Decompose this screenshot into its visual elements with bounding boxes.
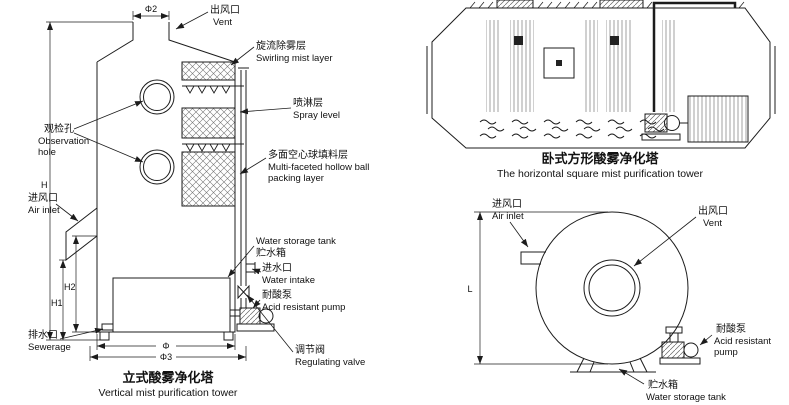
- roof-vent-left: [496, 0, 534, 9]
- round-air-inlet-label-cn: 进风口: [492, 198, 522, 210]
- drain-stub: [101, 323, 113, 331]
- air-inlet-stub: [520, 251, 546, 265]
- round-vent-label-en: Vent: [703, 218, 722, 229]
- acid-pump: [230, 307, 275, 332]
- marker-block-left: [514, 36, 523, 45]
- tower-stack-outline: [96, 22, 236, 63]
- dim-phi2-label: Φ2: [145, 4, 157, 14]
- observation-label-en2: hole: [38, 147, 56, 158]
- water-intake-fitting: [246, 262, 256, 274]
- observation-label-cn: 观检孔: [44, 122, 74, 135]
- vertical-tower-caption-en: Vertical mist purification tower: [99, 387, 238, 399]
- tower-foot-right: [223, 331, 234, 341]
- vent-opening-outer: [583, 259, 641, 317]
- dim-phi3-label: Φ3: [160, 352, 172, 362]
- round-tank-label-cn: 贮水箱: [648, 378, 678, 391]
- spray-label-cn: 喷淋层: [293, 96, 323, 109]
- spray-nozzle-rows: [182, 85, 244, 152]
- recirculation-pipe: [652, 1, 737, 112]
- horizontal-tower-caption-en: The horizontal square mist purification …: [497, 168, 704, 180]
- vent-opening-inner: [588, 264, 636, 312]
- vertical-tower-diagram: [46, 11, 294, 361]
- horizontal-tower-diagram: [426, 0, 776, 149]
- pump-label-en: Acid resistant pump: [262, 302, 345, 313]
- regulating-valve: [237, 284, 250, 300]
- spray-layer-hatch: [181, 107, 236, 139]
- intake-label-cn: 进水口: [262, 262, 292, 274]
- horizontal-tower-pump: [641, 113, 688, 141]
- packing-layer-hatch: [181, 151, 236, 207]
- round-tower-supports: [570, 357, 656, 373]
- round-tank-label-en: Water storage tank: [646, 392, 726, 403]
- dim-h1-label: H1: [51, 298, 63, 308]
- access-door: [543, 47, 575, 79]
- horizontal-tower-labels: 卧式方形酸雾净化塔 The horizontal square mist pur…: [497, 151, 704, 180]
- round-pump-label-en2: pump: [714, 347, 738, 358]
- tower-foot-left: [99, 331, 110, 341]
- horizontal-tower-outline: [431, 7, 771, 149]
- packing-label-cn: 多面空心球填料层: [268, 148, 348, 161]
- tank-label-cn: 贮水箱: [256, 246, 286, 259]
- air-inlet-label-en: Air inlet: [28, 205, 60, 216]
- end-flanges: [426, 46, 776, 114]
- vertical-tower-labels: Φ2 出风口 Vent 旋流除雾层 Swirling mist layer 喷淋…: [28, 3, 369, 399]
- round-tower-pump: [659, 326, 701, 365]
- packing-label-en2: packing layer: [268, 173, 324, 184]
- dim-l-label: L: [467, 284, 472, 294]
- intake-label-en: Water intake: [262, 275, 315, 286]
- round-pump-label-cn: 耐酸泵: [716, 322, 746, 335]
- observation-label-en1: Observation: [38, 136, 89, 147]
- dim-phi-label: Φ: [162, 341, 169, 351]
- side-tank-box: [687, 95, 749, 143]
- vent-label-en: Vent: [213, 17, 232, 28]
- packing-bands: [486, 20, 676, 112]
- round-tower-labels: 进风口 Air inlet 出风口 Vent 耐酸泵 Acid resistan…: [467, 198, 771, 403]
- surface-hatch-ticks: [469, 1, 745, 9]
- leader-lines-round-tower: [509, 216, 713, 385]
- swirl-layer-hatch: [181, 61, 236, 81]
- round-air-inlet-label-en: Air inlet: [492, 211, 524, 222]
- horizontal-tower-caption-cn: 卧式方形酸雾净化塔: [541, 151, 659, 166]
- swirl-label-en: Swirling mist layer: [256, 53, 333, 64]
- vertical-tower-caption-cn: 立式酸雾净化塔: [122, 370, 214, 385]
- marker-block-right: [610, 36, 619, 45]
- observation-hole-lower: [139, 149, 175, 185]
- water-storage-tank: [112, 277, 231, 333]
- valve-label-en: Regulating valve: [295, 357, 365, 368]
- sewer-label-en: Sewerage: [28, 342, 71, 353]
- spray-label-en: Spray level: [293, 110, 340, 121]
- observation-hole-upper: [139, 79, 175, 115]
- roof-vent-right: [599, 0, 644, 9]
- valve-label-cn: 调节阀: [295, 343, 325, 356]
- dimension-lines-round-tower: [474, 211, 608, 365]
- water-waves: [479, 119, 665, 139]
- pump-label-cn: 耐酸泵: [262, 288, 292, 301]
- observation-hole-upper-inner: [143, 83, 171, 111]
- tower-shell-circle: [535, 211, 689, 365]
- sewer-label-cn: 排水口: [28, 328, 58, 341]
- round-tower-diagram: [474, 211, 713, 385]
- round-pump-label-en1: Acid resistant: [714, 336, 771, 347]
- vent-label-cn: 出风口: [210, 3, 240, 16]
- tank-label-en: Water storage tank: [256, 236, 336, 247]
- observation-hole-lower-inner: [143, 153, 171, 181]
- supply-pipe: [237, 67, 256, 308]
- swirl-label-cn: 旋流除雾层: [256, 39, 306, 52]
- dim-h-label: H: [41, 180, 48, 190]
- packing-label-en1: Multi-faceted hollow ball: [268, 162, 369, 173]
- dimension-lines-vertical-tower: [46, 11, 247, 361]
- round-vent-label-cn: 出风口: [698, 204, 728, 217]
- air-inlet-label-cn: 进风口: [28, 192, 58, 204]
- dim-h2-label: H2: [64, 282, 76, 292]
- leader-lines-vertical-tower: [55, 11, 294, 353]
